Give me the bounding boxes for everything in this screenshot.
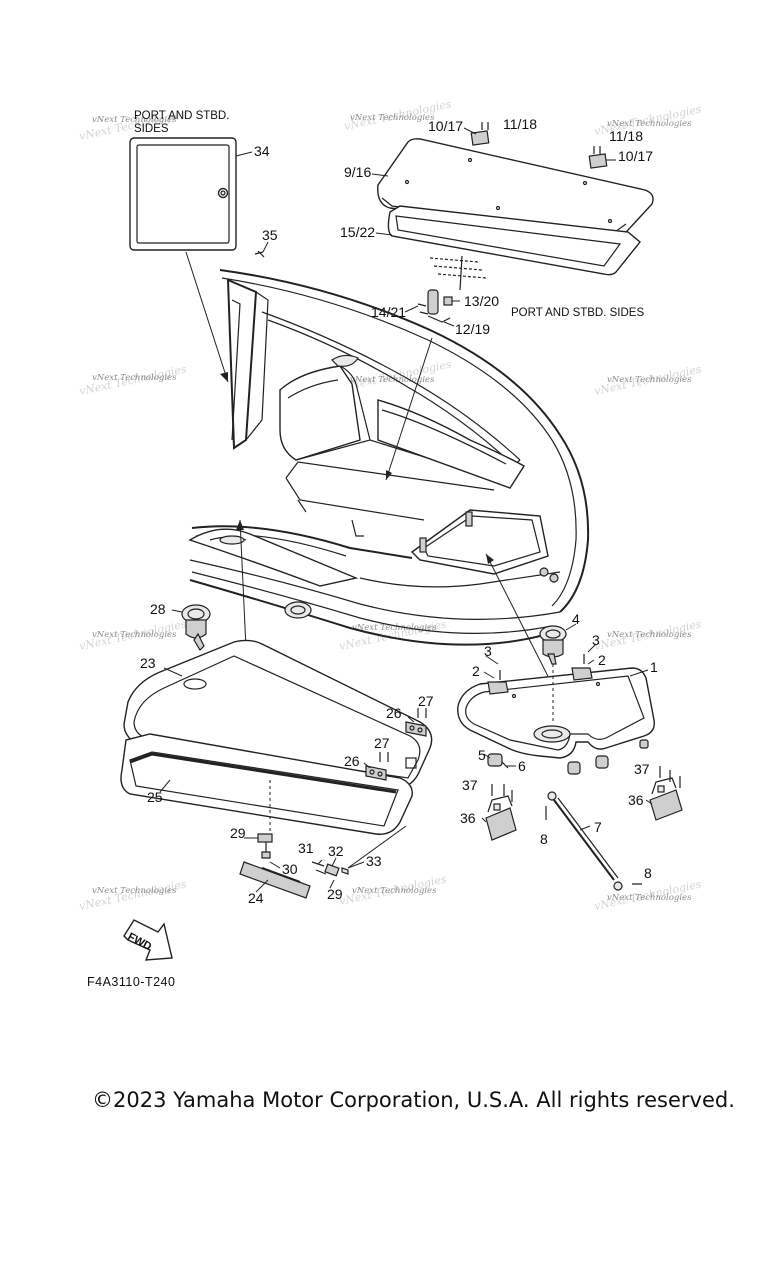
fwd-arrow-icon: FWD [123,919,173,961]
label-12-19: 12/19 [455,321,490,337]
label-7: 7 [594,819,602,835]
watermark: vNext Technologies [92,373,177,383]
label-8: 8 [644,865,652,881]
watermark: vNext Technologies [92,115,177,125]
deck-hull [185,251,590,701]
label-33: 33 [366,853,382,869]
label-11-18: 11/18 [503,116,537,132]
note-port-stbd: PORT AND STBD. [134,110,229,122]
label-26: 26 [386,705,402,721]
label-3: 3 [484,643,492,659]
label-23: 23 [140,655,156,671]
label-2: 2 [472,663,480,679]
latch-assembly [404,255,487,327]
label-11-18: 11/18 [609,128,643,144]
label-35: 35 [262,227,278,243]
label-36: 36 [628,792,644,808]
label-13-20: 13/20 [464,293,499,309]
label-10-17: 10/17 [428,118,463,134]
label-25: 25 [147,789,163,805]
front-hatch-lid [120,604,433,840]
storage-tray [457,623,655,891]
label-34: 34 [254,143,270,159]
label-31: 31 [298,840,314,856]
watermark: vNext Technologies [607,119,692,129]
label-4: 4 [572,611,580,627]
label-10-17: 10/17 [618,148,653,164]
label-29: 29 [230,825,246,841]
label-3: 3 [592,632,600,648]
label-27: 27 [418,693,434,709]
label-26: 26 [344,753,360,769]
label-9-16: 9/16 [344,164,371,180]
label-29: 29 [327,886,343,902]
watermark: vNext Technologies [350,113,435,123]
side-access-panel [129,137,269,258]
label-28: 28 [150,601,166,617]
label-2: 2 [598,652,606,668]
note-sides: SIDES [134,123,169,135]
note-port-stbd-sides: PORT AND STBD. SIDES [511,307,644,319]
watermark: vNext Technologies [350,375,435,385]
watermark: vNext Technologies [92,886,177,896]
watermark: vNext Technologies [352,886,437,896]
label-37: 37 [634,761,650,777]
storage-lid-top [371,122,654,276]
label-8: 8 [540,831,548,847]
watermark: vNext Technologies [92,630,177,640]
watermark: vNext Technologies [607,375,692,385]
watermark: vNext Technologies [352,623,437,633]
copyright-notice: ©2023 Yamaha Motor Corporation, U.S.A. A… [92,1088,735,1112]
label-32: 32 [328,843,344,859]
label-37: 37 [462,777,478,793]
label-15-22: 15/22 [340,224,375,240]
label-27: 27 [374,735,390,751]
gas-strut [239,825,407,899]
label-36: 36 [460,810,476,826]
label-1: 1 [650,659,658,675]
diagram-code: F4A3110-T240 [87,975,175,989]
watermark: vNext Technologies [607,630,692,640]
hinge-brackets [363,708,427,781]
label-6: 6 [518,758,526,774]
label-30: 30 [282,861,298,877]
watermark: vNext Technologies [607,893,692,903]
latch-clamps [481,766,683,841]
label-5: 5 [478,747,486,763]
label-24: 24 [248,890,264,906]
